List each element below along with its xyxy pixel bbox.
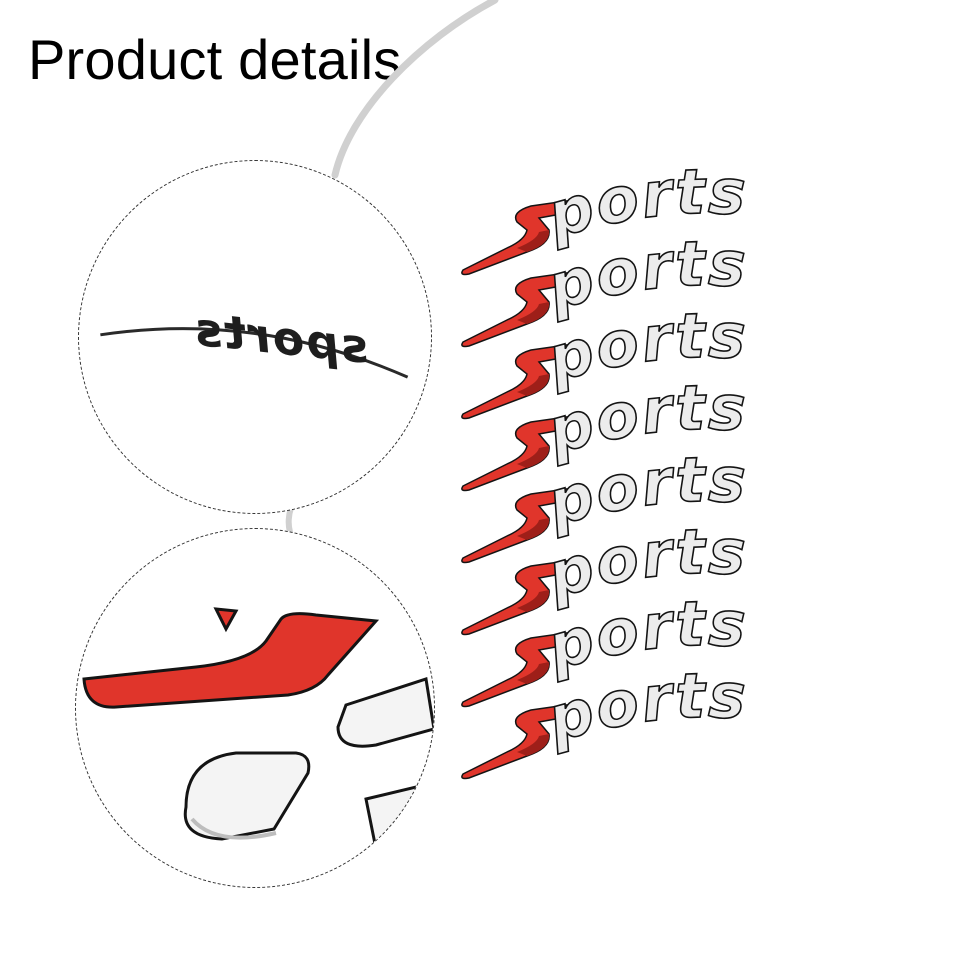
sports-decal: ports bbox=[455, 658, 895, 784]
red-bolt-letter bbox=[461, 486, 575, 564]
red-bolt-letter bbox=[461, 198, 575, 276]
back-side-detail-circle: sports bbox=[78, 160, 432, 514]
sports-decal: ports bbox=[455, 442, 895, 568]
red-bolt-letter bbox=[461, 558, 575, 636]
edge-closeup-detail-circle bbox=[75, 528, 435, 888]
sports-decal: ports bbox=[455, 586, 895, 712]
edge-closeup-image bbox=[82, 607, 434, 852]
red-bolt-letter bbox=[461, 342, 575, 420]
sports-decal: ports bbox=[455, 370, 895, 496]
sports-decal-graphic: ports bbox=[461, 442, 748, 564]
red-bolt-letter bbox=[461, 414, 575, 492]
sports-decal-graphic: ports bbox=[461, 370, 748, 492]
red-bolt-letter bbox=[461, 702, 575, 780]
back-side-decal-image: sports bbox=[100, 302, 409, 379]
page-title: Product details bbox=[28, 28, 402, 91]
back-side-decal-text: sports bbox=[191, 302, 372, 374]
sports-decal-graphic: ports bbox=[461, 586, 748, 708]
red-bolt-letter bbox=[461, 630, 575, 708]
red-bolt-letter bbox=[461, 270, 575, 348]
sports-decal-graphic: ports bbox=[461, 658, 748, 780]
